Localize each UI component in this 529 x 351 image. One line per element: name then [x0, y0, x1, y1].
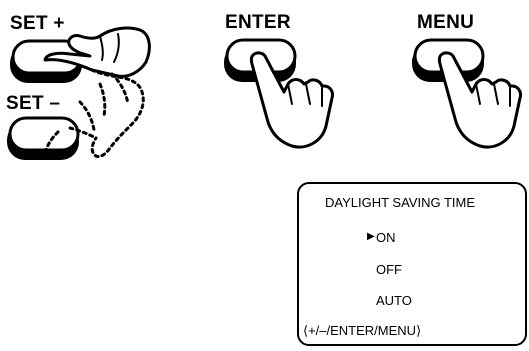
enter-label: ENTER — [225, 13, 291, 32]
menu-label: MENU — [417, 13, 474, 32]
selection-arrow-icon: ▶ — [367, 232, 375, 242]
menu-option-on[interactable]: ON — [376, 231, 396, 244]
menu-title: DAYLIGHT SAVING TIME — [325, 196, 475, 209]
menu-option-auto[interactable]: AUTO — [376, 294, 412, 307]
menu-footer-hint: ⟨+/–/ENTER/MENU⟩ — [303, 324, 421, 337]
menu-screen-panel: DAYLIGHT SAVING TIME ▶ ON OFF AUTO ⟨+/–/… — [297, 182, 527, 346]
set-minus-label: SET – — [6, 94, 60, 113]
set-plus-label: SET + — [10, 14, 65, 33]
set-minus-button[interactable] — [7, 118, 79, 160]
menu-option-off[interactable]: OFF — [376, 263, 402, 276]
